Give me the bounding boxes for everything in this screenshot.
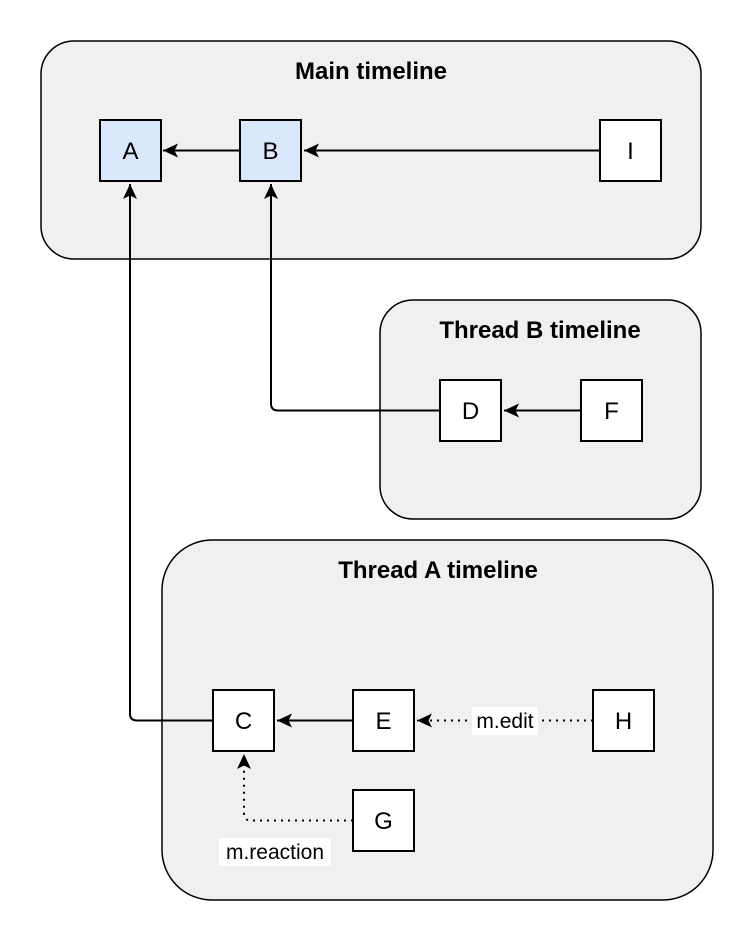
node-d-box (439, 379, 502, 442)
node-i: I (599, 119, 662, 182)
node-g-label: G (374, 808, 393, 835)
node-h-label: H (615, 708, 632, 735)
thread-a-timeline-title: Thread A timeline (338, 557, 538, 584)
node-c-label: C (235, 708, 252, 735)
node-b-label: B (262, 138, 278, 165)
node-f: F (580, 379, 643, 442)
node-h-box (592, 689, 655, 752)
node-c-box (212, 689, 275, 752)
node-f-label: F (604, 398, 619, 425)
node-e-box (352, 689, 415, 752)
node-a: A (99, 119, 162, 182)
nodes: A B I D F C E (99, 119, 662, 852)
edge-labels: m.edit m.reaction (219, 707, 538, 866)
node-a-box (99, 119, 162, 182)
node-i-label: I (627, 138, 634, 165)
edge-c-to-a (123, 184, 213, 722)
node-b: B (239, 119, 302, 182)
node-f-box (580, 379, 643, 442)
m-reaction-label-background (219, 838, 331, 866)
node-e-label: E (375, 708, 391, 735)
edge-d-to-b (264, 184, 440, 412)
m-edit-label-background (472, 707, 538, 735)
node-d-label: D (462, 398, 479, 425)
edge-g-to-c (237, 754, 353, 822)
node-g-box (352, 789, 415, 852)
node-d: D (439, 379, 502, 442)
node-h: H (592, 689, 655, 752)
node-g: G (352, 789, 415, 852)
node-b-box (239, 119, 302, 182)
m-edit-label: m.edit (476, 710, 533, 733)
node-e: E (352, 689, 415, 752)
thread-b-timeline-title: Thread B timeline (439, 317, 640, 344)
main-timeline-title: Main timeline (295, 58, 447, 85)
node-i-box (599, 119, 662, 182)
node-a-label: A (122, 138, 138, 165)
node-c: C (212, 689, 275, 752)
m-reaction-label: m.reaction (226, 841, 324, 864)
edges (123, 143, 600, 822)
